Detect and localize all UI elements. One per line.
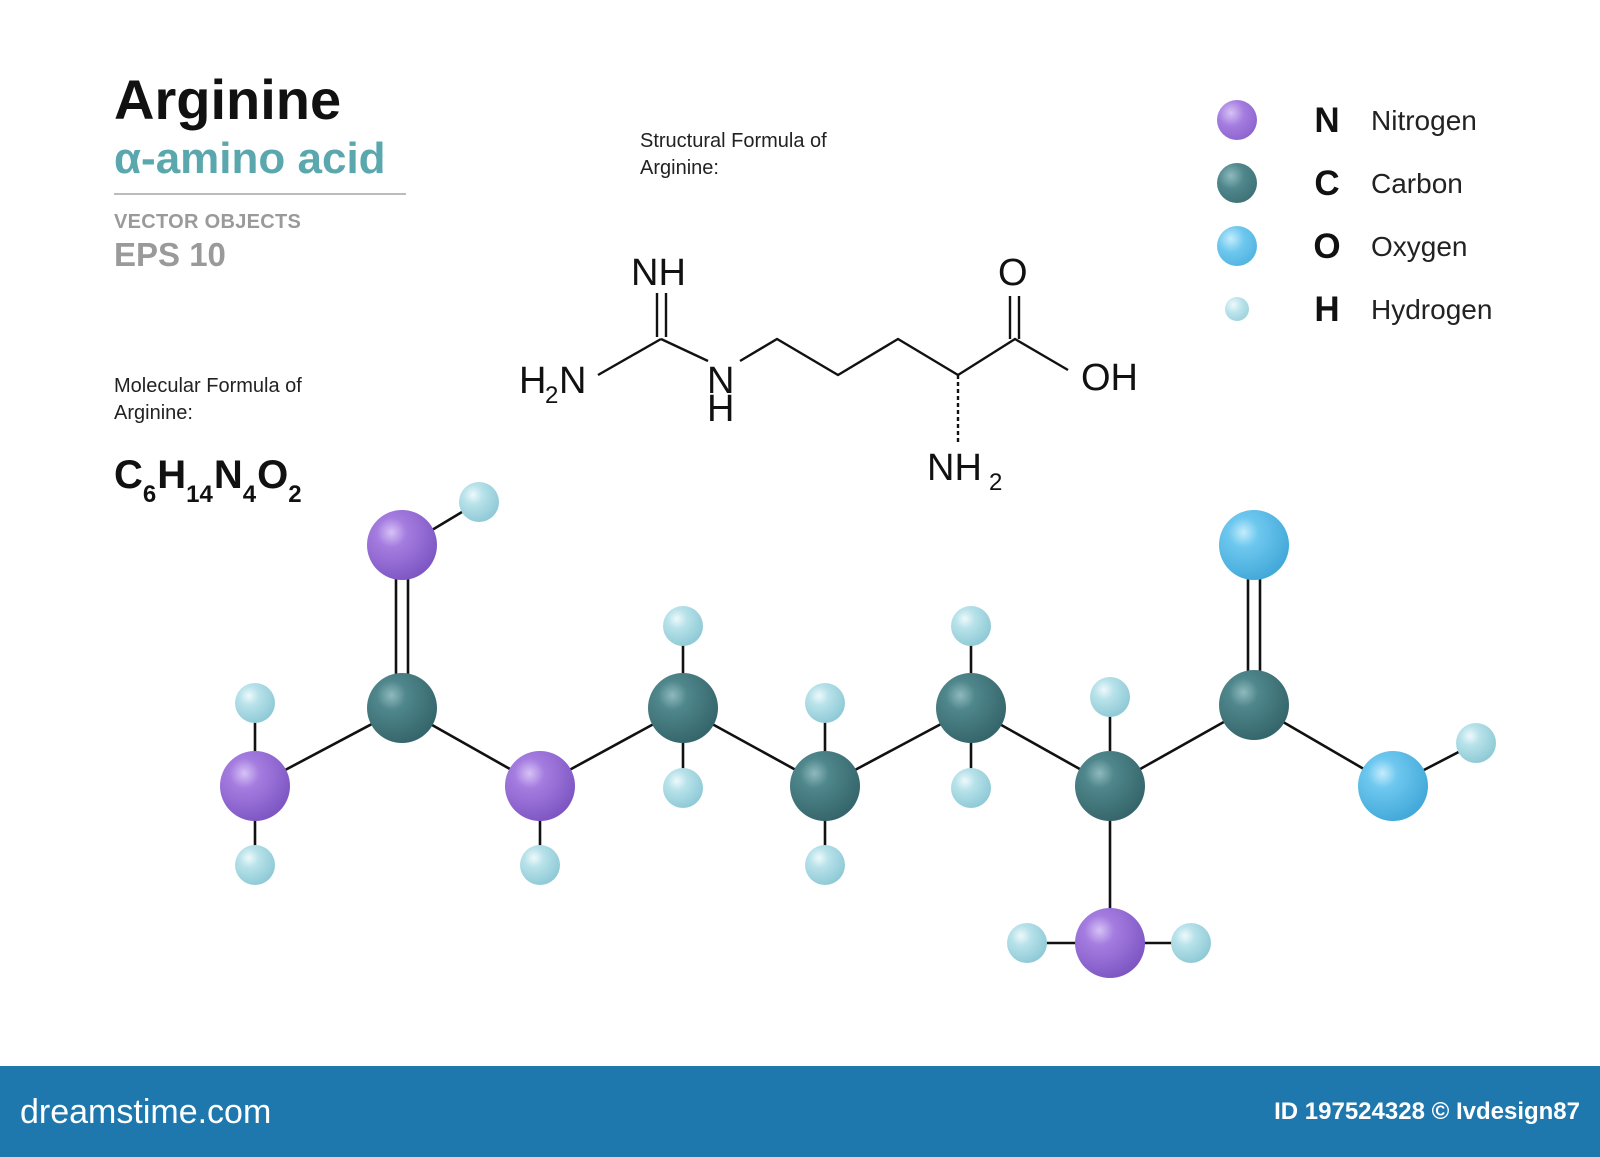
hydrogen-atom bbox=[951, 768, 991, 808]
label-h2n-h: H bbox=[519, 360, 546, 402]
oxygen-atom bbox=[1219, 510, 1289, 580]
formula-element-o: O bbox=[257, 453, 289, 497]
formula-count-o: 2 bbox=[288, 481, 302, 508]
legend-name: Hydrogen bbox=[1371, 294, 1493, 325]
legend-item-hydrogen: H Hydrogen bbox=[1225, 284, 1567, 334]
label-h2n-sub: 2 bbox=[545, 382, 558, 409]
molecular-caption-line1: Molecular Formula of bbox=[114, 375, 302, 397]
bond-carbon-chain bbox=[739, 337, 1069, 377]
bond-c-n bbox=[660, 337, 709, 363]
oxygen-ball-icon bbox=[1217, 226, 1257, 266]
label-oh: OH bbox=[1081, 357, 1138, 399]
hydrogen-atom bbox=[663, 606, 703, 646]
formula-count-h: 14 bbox=[186, 481, 213, 508]
hydrogen-atom bbox=[951, 606, 991, 646]
nitrogen-atom bbox=[220, 751, 290, 821]
hydrogen-atom bbox=[1007, 923, 1047, 963]
structural-caption-line1: Structural Formula of bbox=[640, 130, 827, 152]
molecule-diagram: NH H 2 N N H O OH NH 2 bbox=[220, 252, 1496, 978]
bond-c-h2n bbox=[597, 337, 662, 377]
structural-caption-line2: Arginine: bbox=[640, 157, 719, 179]
legend-name: Nitrogen bbox=[1371, 105, 1477, 136]
carbon-atom bbox=[790, 751, 860, 821]
image-credit: ID 197524328 © Ivdesign87 bbox=[1274, 1098, 1580, 1125]
brand-logo[interactable]: dreamstime.com bbox=[20, 1093, 272, 1131]
hydrogen-atom bbox=[1090, 677, 1130, 717]
hydrogen-atom bbox=[459, 482, 499, 522]
carbon-atom bbox=[648, 673, 718, 743]
label-h: H bbox=[707, 388, 734, 430]
legend-symbol: C bbox=[1314, 164, 1340, 203]
hydrogen-atom bbox=[235, 683, 275, 723]
legend-name: Oxygen bbox=[1371, 231, 1468, 262]
formula-count-n: 4 bbox=[242, 481, 257, 508]
hydrogen-ball-icon bbox=[1225, 297, 1249, 321]
eps-label: EPS 10 bbox=[114, 236, 226, 273]
molecular-formula-caption: Molecular Formula of Arginine: bbox=[114, 373, 302, 427]
label-nh2: NH bbox=[927, 447, 982, 489]
carbon-atom bbox=[1075, 751, 1145, 821]
carbon-atom bbox=[1219, 670, 1289, 740]
oxygen-atom bbox=[1358, 751, 1428, 821]
vector-objects-label: VECTOR OBJECTS bbox=[114, 211, 302, 233]
legend-item-oxygen: O Oxygen bbox=[1217, 221, 1567, 271]
structural-labels: NH H 2 N N H O OH NH 2 bbox=[519, 252, 1138, 496]
footer-bar bbox=[0, 1066, 1600, 1157]
title-divider bbox=[114, 193, 406, 195]
nitrogen-atom bbox=[505, 751, 575, 821]
structural-formula bbox=[597, 293, 1069, 444]
legend-name: Carbon bbox=[1371, 168, 1463, 199]
formula-element-n: N bbox=[213, 453, 243, 497]
label-nh-top: NH bbox=[631, 252, 686, 294]
hydrogen-atom bbox=[663, 768, 703, 808]
label-n: N bbox=[707, 360, 734, 402]
nitrogen-atom bbox=[1075, 908, 1145, 978]
ball-and-stick-model bbox=[220, 482, 1496, 978]
molecular-formula: C6H14N4O2 bbox=[114, 453, 303, 507]
carbon-atom bbox=[367, 673, 437, 743]
page-subtitle: α-amino acid bbox=[114, 134, 386, 183]
molecular-caption-line2: Arginine: bbox=[114, 402, 193, 424]
hydrogen-atom bbox=[1456, 723, 1496, 763]
legend-symbol: O bbox=[1313, 227, 1341, 266]
formula-element-h: H bbox=[157, 453, 187, 497]
hydrogen-atom bbox=[1171, 923, 1211, 963]
hydrogen-atom bbox=[805, 683, 845, 723]
formula-element-c: C bbox=[114, 453, 143, 497]
hydrogen-atom bbox=[805, 845, 845, 885]
nitrogen-ball-icon bbox=[1217, 100, 1257, 140]
legend-item-carbon: C Carbon bbox=[1217, 158, 1567, 208]
page-title: Arginine bbox=[114, 68, 342, 131]
nitrogen-atom bbox=[367, 510, 437, 580]
legend-symbol: N bbox=[1314, 101, 1340, 140]
hydrogen-atom bbox=[235, 845, 275, 885]
legend-symbol: H bbox=[1314, 290, 1340, 329]
model-bonds bbox=[253, 501, 1477, 945]
label-h2n-n: N bbox=[559, 360, 586, 402]
carbon-atom bbox=[936, 673, 1006, 743]
formula-count-c: 6 bbox=[142, 481, 157, 508]
label-nh2-sub: 2 bbox=[989, 469, 1002, 496]
hydrogen-atom bbox=[520, 845, 560, 885]
legend-item-nitrogen: N Nitrogen bbox=[1217, 95, 1567, 145]
structural-formula-caption: Structural Formula of Arginine: bbox=[640, 128, 827, 182]
carbon-ball-icon bbox=[1217, 163, 1257, 203]
label-o: O bbox=[998, 252, 1028, 294]
